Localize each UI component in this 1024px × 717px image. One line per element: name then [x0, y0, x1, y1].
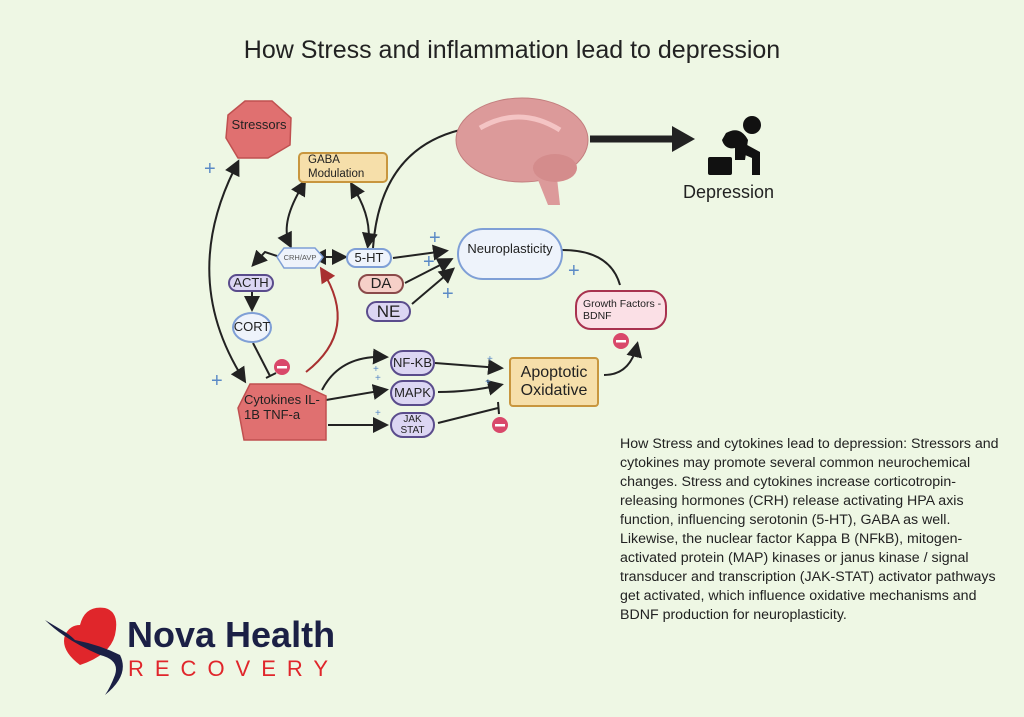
neuroplasticity-node: Neuroplasticity: [457, 228, 563, 280]
gaba-modulation-node: GABA Modulation: [298, 152, 388, 183]
svg-text:+: +: [211, 370, 223, 392]
mapk-node: MAPK: [390, 380, 435, 406]
crh-avp-node: CRH/AVP: [283, 252, 317, 262]
cort-node: CORT: [232, 312, 272, 343]
svg-text:+: +: [373, 364, 379, 375]
heart-hand-logo-icon: [45, 607, 123, 695]
depressed-person-icon: [708, 116, 761, 175]
brain-icon: [455, 97, 589, 205]
svg-text:+: +: [485, 377, 491, 388]
svg-text:+: +: [568, 260, 580, 282]
cytokines-node: Cytokines IL-1B TNF-a: [244, 392, 320, 422]
acth-node: ACTH: [228, 274, 274, 292]
plus-signs: ++++++ +++++: [204, 158, 580, 419]
svg-text:+: +: [375, 373, 381, 384]
depression-label: Depression: [683, 182, 775, 202]
logo-name: Nova Health: [127, 614, 336, 655]
page-title: How Stress and inflammation lead to depr…: [243, 36, 781, 64]
serotonin-node: 5-HT: [346, 248, 392, 268]
stressors-shape: [225, 100, 292, 159]
apoptotic-oxidative-node: Apoptotic Oxidative: [509, 357, 599, 407]
minus-signs: [274, 333, 629, 433]
svg-text:+: +: [442, 283, 454, 305]
cytokines-shape: [237, 383, 327, 441]
svg-text:+: +: [487, 354, 493, 365]
svg-text:+: +: [429, 227, 441, 249]
svg-text:+: +: [375, 408, 381, 419]
svg-text:+: +: [423, 251, 435, 273]
logo-subtitle: RECOVERY: [128, 656, 340, 681]
nf-kb-node: NF-KB: [390, 350, 435, 376]
growth-factors-node: Growth Factors - BDNF: [575, 290, 667, 330]
crh-shape: [276, 247, 324, 269]
description-text: How Stress and cytokines lead to depress…: [620, 436, 999, 623]
svg-text:+: +: [204, 158, 216, 180]
norepinephrine-node: NE: [366, 301, 411, 322]
jak-stat-node: JAK STAT: [390, 412, 435, 438]
dopamine-node: DA: [358, 274, 404, 294]
stressors-node: Stressors: [231, 117, 287, 132]
